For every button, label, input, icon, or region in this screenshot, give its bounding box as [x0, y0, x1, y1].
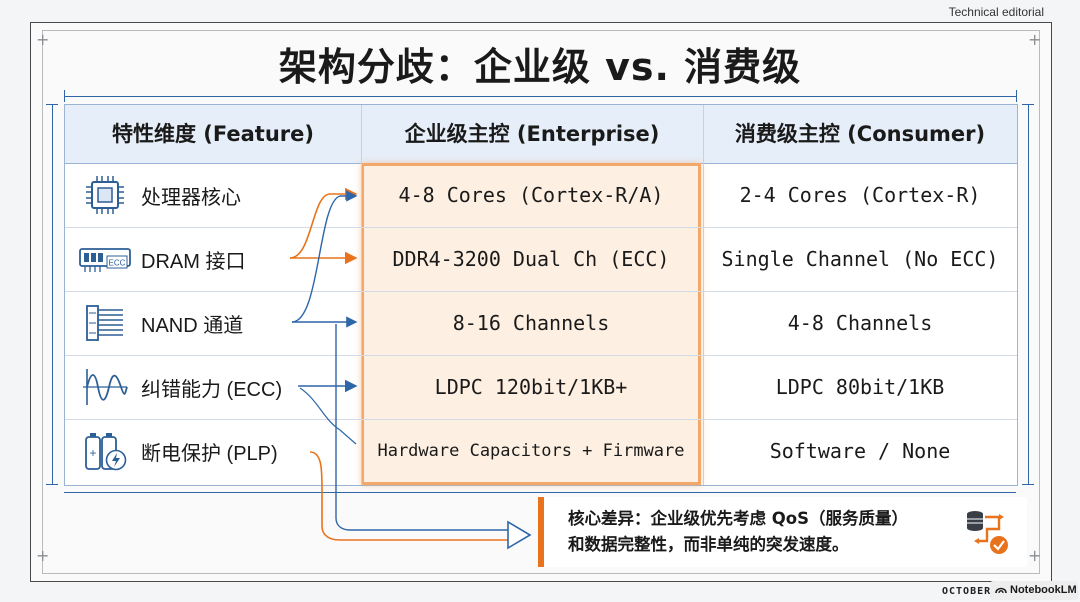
table-header	[65, 105, 1017, 164]
enterprise-value: Hardware Capacitors + Firmware	[377, 441, 685, 461]
row-divider	[65, 355, 1017, 356]
consumer-value: LDPC 80bit/1KB	[775, 375, 945, 399]
enterprise-value: LDPC 120bit/1KB+	[434, 375, 628, 399]
table-row: 处理器核心	[79, 163, 241, 227]
column-divider	[703, 105, 704, 485]
svg-text:+: +	[89, 446, 96, 460]
dimension-line-left	[52, 104, 53, 484]
dimension-tick	[1022, 104, 1034, 105]
table-row: ECC DRAM 接口	[79, 227, 245, 291]
crosshair-icon: +	[36, 30, 50, 49]
key-difference-note: 核心差异：企业级优先考虑 QoS（服务质量） 和数据完整性，而非单纯的突发速度。	[538, 497, 1027, 567]
brand-name: NotebookLM	[1010, 584, 1077, 596]
table-row: NAND 通道	[79, 291, 243, 355]
crosshair-icon: +	[1028, 30, 1042, 49]
consumer-value: Software / None	[769, 439, 951, 463]
crosshair-icon: +	[1028, 546, 1042, 565]
consumer-value: Single Channel (No ECC)	[721, 247, 999, 271]
dimension-line-bottom	[64, 492, 1016, 493]
note-line-1: 核心差异：企业级优先考虑 QoS（服务质量）	[568, 509, 908, 528]
enterprise-value: 4-8 Cores (Cortex-R/A)	[398, 183, 664, 207]
dimension-line-top	[64, 96, 1016, 97]
table-row: + 断电保护 (PLP)	[79, 419, 278, 483]
dimension-line-right	[1028, 104, 1029, 484]
dimension-tick	[64, 90, 65, 102]
database-flow-check-icon	[963, 507, 1013, 557]
header-feature: 特性维度 (Feature)	[111, 122, 314, 146]
page-title: 架构分歧：企业级 vs. 消费级	[278, 45, 802, 89]
capacitor-power-icon: +	[79, 429, 131, 473]
feature-label: 处理器核心	[141, 186, 241, 209]
editorial-tag: Technical editorial	[948, 5, 1044, 19]
column-divider	[361, 105, 362, 485]
dimension-tick	[46, 104, 58, 105]
comparison-table: 特性维度 (Feature) 企业级主控 (Enterprise) 消费级主控 …	[64, 104, 1018, 486]
row-divider	[65, 291, 1017, 292]
feature-label: DRAM 接口	[141, 250, 246, 273]
dimension-tick	[1022, 484, 1034, 485]
feature-label: 纠错能力 (ECC)	[141, 378, 283, 401]
dimension-tick	[46, 484, 58, 485]
dram-ecc-text: ECC	[109, 259, 126, 268]
enterprise-value: 8-16 Channels	[452, 311, 610, 335]
waveform-icon	[79, 365, 131, 409]
feature-label: NAND 通道	[141, 314, 244, 337]
table-row: 纠错能力 (ECC)	[79, 355, 282, 419]
enterprise-value: DDR4-3200 Dual Ch (ECC)	[392, 247, 670, 271]
row-divider	[65, 419, 1017, 420]
note-line-2: 和数据完整性，而非单纯的突发速度。	[568, 535, 849, 554]
nand-channels-icon	[79, 301, 131, 345]
row-divider	[65, 227, 1017, 228]
processor-chip-icon	[79, 173, 131, 217]
dimension-tick	[1016, 90, 1017, 102]
dram-module-icon: ECC	[79, 237, 131, 281]
consumer-value: 2-4 Cores (Cortex-R)	[739, 183, 981, 207]
feature-label: 断电保护 (PLP)	[141, 442, 278, 465]
notebooklm-logo-icon	[995, 582, 1007, 594]
crosshair-icon: +	[36, 546, 50, 565]
header-consumer: 消费级主控 (Consumer)	[734, 122, 986, 146]
header-enterprise: 企业级主控 (Enterprise)	[404, 122, 660, 146]
footer-date: OCTOBER 2	[942, 586, 1006, 597]
brand-badge: NotebookLM	[990, 581, 1078, 600]
inner-frame	[42, 30, 1040, 574]
consumer-value: 4-8 Channels	[787, 311, 933, 335]
